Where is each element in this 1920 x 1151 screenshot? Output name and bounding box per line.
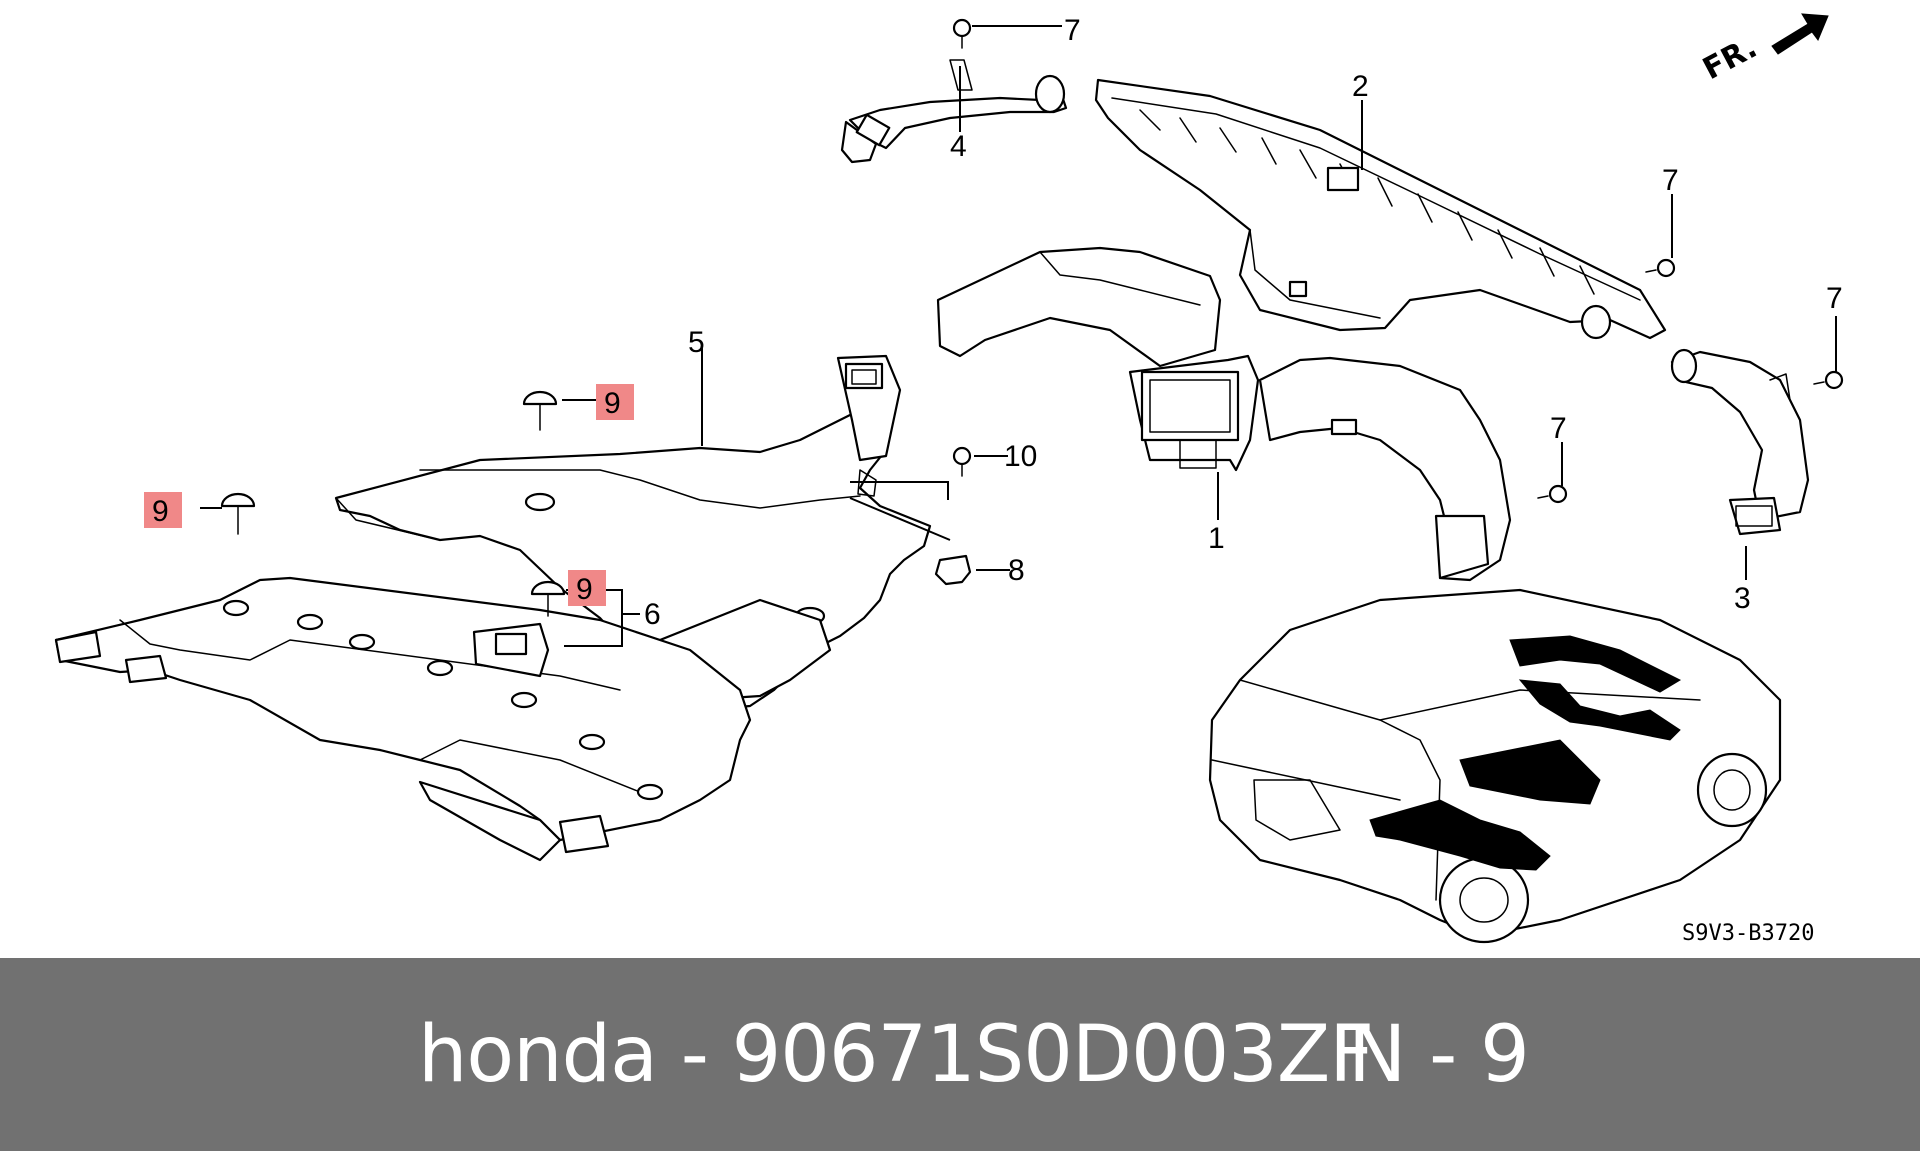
part-1-center-duct <box>936 246 1512 582</box>
fastener-screws <box>220 18 1844 617</box>
callout-9-highlight-a <box>596 384 634 420</box>
callout-7-right-upper: 7 <box>1662 164 1679 197</box>
part-6-rear-floor-duct <box>54 576 752 862</box>
front-label: FR. <box>1697 30 1762 87</box>
callout-9-highlight-b <box>144 492 182 528</box>
callout-9-highlight-c <box>568 570 606 606</box>
vehicle-location-inset <box>1208 588 1782 944</box>
part-number-text: honda - 90671S0D003ZF <box>418 1009 1374 1100</box>
callout-9-b: 9 <box>152 495 169 528</box>
callout-7-lower: 7 <box>1550 412 1567 445</box>
callout-7-top: 7 <box>1064 14 1081 47</box>
part-4-left-duct <box>840 59 1068 164</box>
diagram-code: S9V3-B3720 <box>1682 921 1814 946</box>
callout-3: 3 <box>1734 582 1751 615</box>
callout-8: 8 <box>1008 554 1025 587</box>
callout-9-a: 9 <box>604 387 621 420</box>
callout-7-far-right: 7 <box>1826 282 1843 315</box>
callout-5: 5 <box>688 326 705 359</box>
callout-2: 2 <box>1352 70 1369 103</box>
part-footer-bar: honda - 90671S0D003ZF N - 9 <box>0 958 1920 1151</box>
callout-9-c: 9 <box>576 573 593 606</box>
callout-labels: 7 4 2 7 7 7 1 3 10 8 5 6 9 9 9 <box>144 14 1843 631</box>
front-arrow-icon <box>1771 13 1829 55</box>
front-direction-indicator: FR. <box>1697 13 1829 87</box>
part-5-floor-duct <box>334 354 932 712</box>
reference-number-text: N - 9 <box>1348 1009 1530 1100</box>
callout-4: 4 <box>950 130 967 163</box>
parts-diagram: FR. <box>54 13 1844 946</box>
part-2-upper-duct <box>1094 78 1667 340</box>
callout-6: 6 <box>644 598 661 631</box>
part-3-right-duct <box>1670 348 1810 536</box>
leader-lines <box>200 25 1837 647</box>
diagram-canvas: FR. <box>54 13 1844 946</box>
callout-1: 1 <box>1208 522 1225 555</box>
callout-10: 10 <box>1004 440 1037 473</box>
